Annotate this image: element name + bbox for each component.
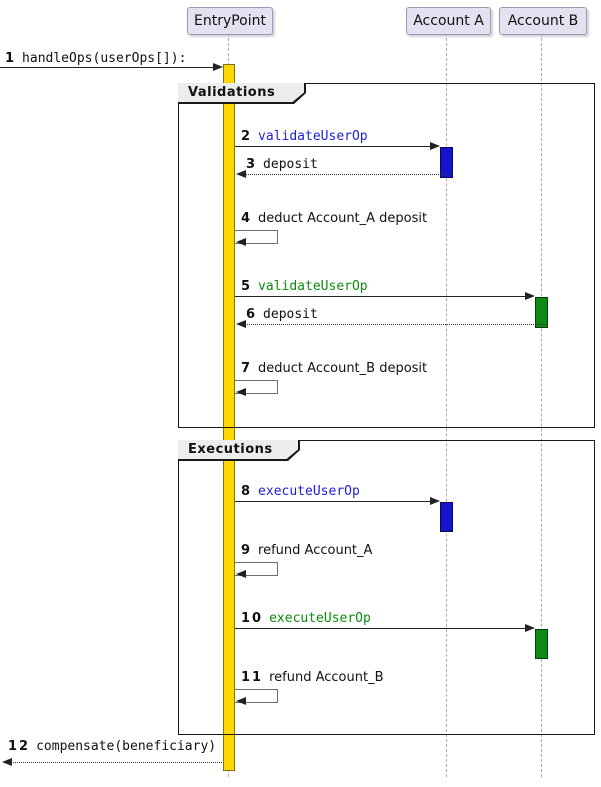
message-6-arrow [243,324,548,325]
message-2-text: validateUserOp [258,129,368,144]
activation-bar-account-a-validate [440,147,453,178]
message-9-self-arrow [235,562,278,576]
message-3-text: deposit [263,157,318,172]
participant-entrypoint-label: EntryPoint [193,13,266,29]
activation-bar-account-b-execute [535,629,548,659]
lifeline-account-b [541,33,542,777]
frame-executions-label: Executions [188,442,273,457]
message-7-label: 7 deduct Account_B deposit [241,361,427,376]
message-5-number: 5 [241,279,253,294]
message-10-text: executeUserOp [269,611,371,626]
participant-account-b-label: Account B [507,13,579,29]
frame-validations-tab: Validations [178,83,306,104]
frame-tab-fill [178,83,304,102]
message-6-text: deposit [263,307,318,322]
message-3-number: 3 [246,157,258,172]
message-7-number: 7 [241,361,253,376]
message-3-label: 3 deposit [246,157,318,172]
message-2-arrowhead-icon [430,142,440,150]
frame-validations-label: Validations [188,85,276,100]
message-10-arrowhead-icon [525,624,535,632]
message-3-arrowhead-icon [236,170,246,178]
message-4-self-arrow [235,230,278,244]
message-1-text: handleOps(userOps[]): [22,51,187,66]
message-10-label: 10 executeUserOp [241,611,371,626]
frame-tab-fill [178,440,298,459]
message-7-text: deduct Account_B deposit [258,361,428,376]
message-12-number: 12 [8,739,31,754]
message-11-self-arrow [235,689,278,703]
message-9-label: 9 refund Account_A [241,543,372,558]
participant-entrypoint: EntryPoint [187,7,273,35]
message-9-arrowhead-icon [236,570,246,578]
activation-bar-account-b-validate [535,297,548,328]
message-1-label: 1 handleOps(userOps[]): [5,51,186,66]
participant-account-b: Account B [499,7,587,35]
participant-account-a-label: Account A [413,13,484,29]
message-10-arrow [235,628,526,629]
message-1-number: 1 [5,51,17,66]
message-7-self-arrow [235,380,278,394]
message-2-number: 2 [241,129,253,144]
message-11-text: refund Account_B [269,670,384,685]
message-11-arrowhead-icon [236,697,246,705]
message-4-number: 4 [241,211,253,226]
message-6-number: 6 [246,307,258,322]
message-9-text: refund Account_A [258,543,373,558]
message-8-label: 8 executeUserOp [241,484,360,499]
message-12-text: compensate(beneficiary) [36,739,217,754]
message-1-arrow [0,67,215,68]
message-6-label: 6 deposit [246,307,318,322]
activation-bar-entrypoint [223,64,235,771]
message-8-text: executeUserOp [258,484,360,499]
message-5-arrow [235,296,526,297]
message-9-number: 9 [241,543,253,558]
message-3-arrow [243,174,453,175]
message-5-label: 5 validateUserOp [241,279,368,294]
message-7-arrowhead-icon [236,388,246,396]
message-4-arrowhead-icon [236,238,246,246]
message-4-text: deduct Account_A deposit [258,211,428,226]
message-8-number: 8 [241,484,253,499]
frame-executions-tab: Executions [178,440,300,461]
participant-account-a: Account A [406,7,491,35]
activation-bar-account-a-execute [440,502,453,532]
message-12-label: 12 compensate(beneficiary) [8,739,216,754]
message-8-arrow [235,501,431,502]
message-6-arrowhead-icon [236,320,246,328]
message-2-arrow [235,146,431,147]
message-5-arrowhead-icon [525,292,535,300]
message-2-label: 2 validateUserOp [241,129,368,144]
message-12-arrow [9,762,222,763]
message-5-text: validateUserOp [258,279,368,294]
message-1-arrowhead-icon [213,63,223,71]
message-10-number: 10 [241,611,264,626]
message-11-number: 11 [241,670,264,685]
lifeline-account-a [446,33,447,777]
message-8-arrowhead-icon [430,497,440,505]
message-12-arrowhead-icon [2,758,12,766]
message-4-label: 4 deduct Account_A deposit [241,211,427,226]
message-11-label: 11 refund Account_B [241,670,384,685]
